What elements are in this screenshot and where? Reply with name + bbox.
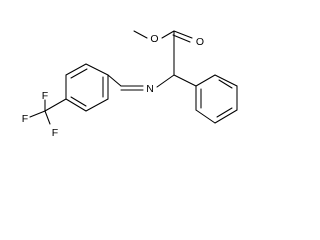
- carbonyl-oxygen-label: O: [196, 36, 204, 48]
- aryl-bond-1: [85, 63, 109, 76]
- aryl-double-1: [70, 68, 88, 79]
- ether-oxygen-label: O: [150, 33, 158, 45]
- bond-cf3-c-f-left: [29, 110, 46, 118]
- phenyl-bond-4: [214, 109, 238, 124]
- structure-diagram: O O N F F F: [22, 30, 238, 139]
- bond-ether-o-carbonyl-c: [161, 30, 175, 39]
- fluorine-bottom-label: F: [52, 127, 58, 139]
- phenyl-bond-2: [214, 74, 238, 87]
- aryl-double-2: [70, 96, 87, 107]
- bond-aryl-cf3-c: [44, 98, 67, 112]
- bond-imine-c-aryl: [107, 74, 122, 87]
- bond-cf3-c-f-bottom: [44, 110, 51, 125]
- phenyl-bond-5: [195, 109, 216, 124]
- bond-alpha-c-phenyl: [173, 74, 197, 87]
- bond-layer: [29, 30, 238, 125]
- bond-methyl-ether-o: [133, 30, 148, 39]
- aryl-bond-5: [85, 98, 109, 112]
- bond-alpha-c-nitrogen: [156, 74, 175, 88]
- bond-carbonyl-c-o-outer: [173, 30, 193, 39]
- fluorine-left-label: F: [22, 113, 28, 125]
- fluorine-top-label: F: [42, 90, 48, 102]
- aryl-bond-4: [65, 98, 87, 112]
- atom-label-layer: O O N F F F: [22, 33, 204, 139]
- imine-nitrogen-label: N: [146, 83, 154, 95]
- aryl-bond-2: [65, 63, 87, 76]
- phenyl-bond-1: [195, 74, 216, 87]
- bond-carbonyl-c-o-inner: [172, 34, 191, 43]
- phenyl-double-2: [216, 107, 233, 118]
- phenyl-double-1: [218, 79, 233, 89]
